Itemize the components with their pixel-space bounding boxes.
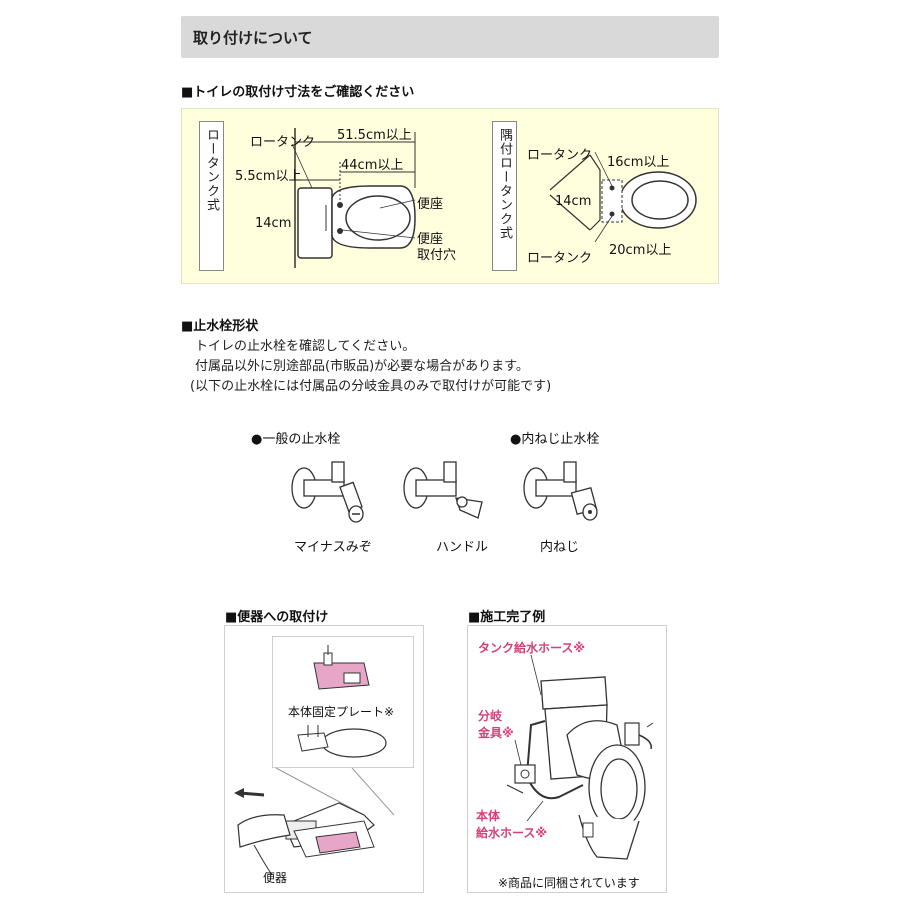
low-tank-type-label: ロータンク式 [204, 128, 219, 212]
leader-mount [341, 229, 416, 239]
mount-hole [337, 202, 343, 208]
low-tank-dim-seat: 44cm以上 [341, 158, 404, 173]
valve-line-3: (以下の止水栓には付属品の分岐金具のみで取付けが可能です) [190, 379, 552, 394]
tank-corner [589, 154, 601, 231]
mounting-bowl-label: 便器 [263, 871, 288, 885]
corner-tank-dim-holes: 14cm [555, 194, 592, 209]
dimension-heading: ■トイレの取付け寸法をご確認ください [181, 85, 415, 100]
tank-shape [297, 187, 333, 259]
corner-tank-dim-bottom: 20cm以上 [609, 243, 672, 258]
section-title-bar: 取り付けについて [181, 16, 719, 58]
low-tank-diagram [291, 128, 416, 268]
mount-hole [337, 228, 343, 234]
low-tank-dim-total: 51.5cm以上 [337, 128, 412, 143]
leader-bottom [594, 215, 613, 243]
completed-note: ※商品に同梱されています [498, 876, 640, 890]
valve-internal-icon [523, 461, 598, 521]
completed-heading: ■施工完了例 [468, 610, 546, 625]
corner-seat-inner [631, 180, 689, 220]
valve-internal-label: ●内ねじ止水栓 [510, 432, 600, 447]
completed-tank-hose-label: タンク給水ホース※ [478, 641, 586, 655]
valve-handle-icon [403, 461, 483, 519]
mount-hole [609, 211, 615, 217]
mount-hole [609, 185, 615, 191]
valve-line-2: 付属品以外に別途部品(市販品)が必要な場合があります。 [195, 359, 529, 374]
valve-type-handle: ハンドル [436, 540, 489, 555]
corner-tank-dim-top: 16cm以上 [607, 155, 670, 170]
low-tank-seat-label: 便座 [417, 197, 444, 212]
corner-tank-type-tag: 隅付ロータンク式 [492, 121, 517, 271]
mounting-plate-label: 本体固定プレート※ [288, 705, 395, 719]
valve-minus-icon [291, 461, 364, 523]
low-tank-dim-gap: 5.5cm以上 [235, 169, 302, 184]
corner-tank-top-label: ロータンク [527, 148, 593, 163]
corner-mount [601, 179, 623, 223]
low-tank-mount-label: 便座 取付穴 [417, 232, 457, 263]
low-tank-type-tag: ロータンク式 [199, 121, 224, 271]
low-tank-tank-label: ロータンク [250, 135, 316, 150]
wall-bottom [549, 194, 591, 231]
valve-line-1: トイレの止水栓を確認してください。 [195, 339, 416, 354]
wall-top [549, 154, 591, 191]
valve-heading: ■止水栓形状 [181, 319, 259, 334]
corner-tank-bottom-label: ロータンク [527, 251, 593, 266]
valve-type-internal: 内ねじ [540, 540, 580, 555]
mounting-heading: ■便器への取付け [225, 610, 329, 625]
leader-top [594, 151, 613, 187]
section-title: 取り付けについて [193, 28, 313, 47]
corner-tank-diagram [549, 151, 697, 243]
valve-type-minus: マイナスみぞ [294, 540, 372, 555]
leader-tank [291, 143, 313, 189]
seat-inner [345, 195, 411, 241]
leader-seat [379, 199, 416, 209]
completed-branch-label: 分岐 金具※ [478, 709, 514, 740]
valve-general-label: ●一般の止水栓 [251, 432, 341, 447]
low-tank-dim-holes: 14cm [255, 216, 292, 231]
mounting-illustration [234, 645, 395, 876]
completed-illustration [506, 654, 654, 860]
corner-tank-type-label: 隅付ロータンク式 [497, 128, 512, 240]
completed-body-hose-label: 本体 給水ホース※ [476, 809, 548, 840]
